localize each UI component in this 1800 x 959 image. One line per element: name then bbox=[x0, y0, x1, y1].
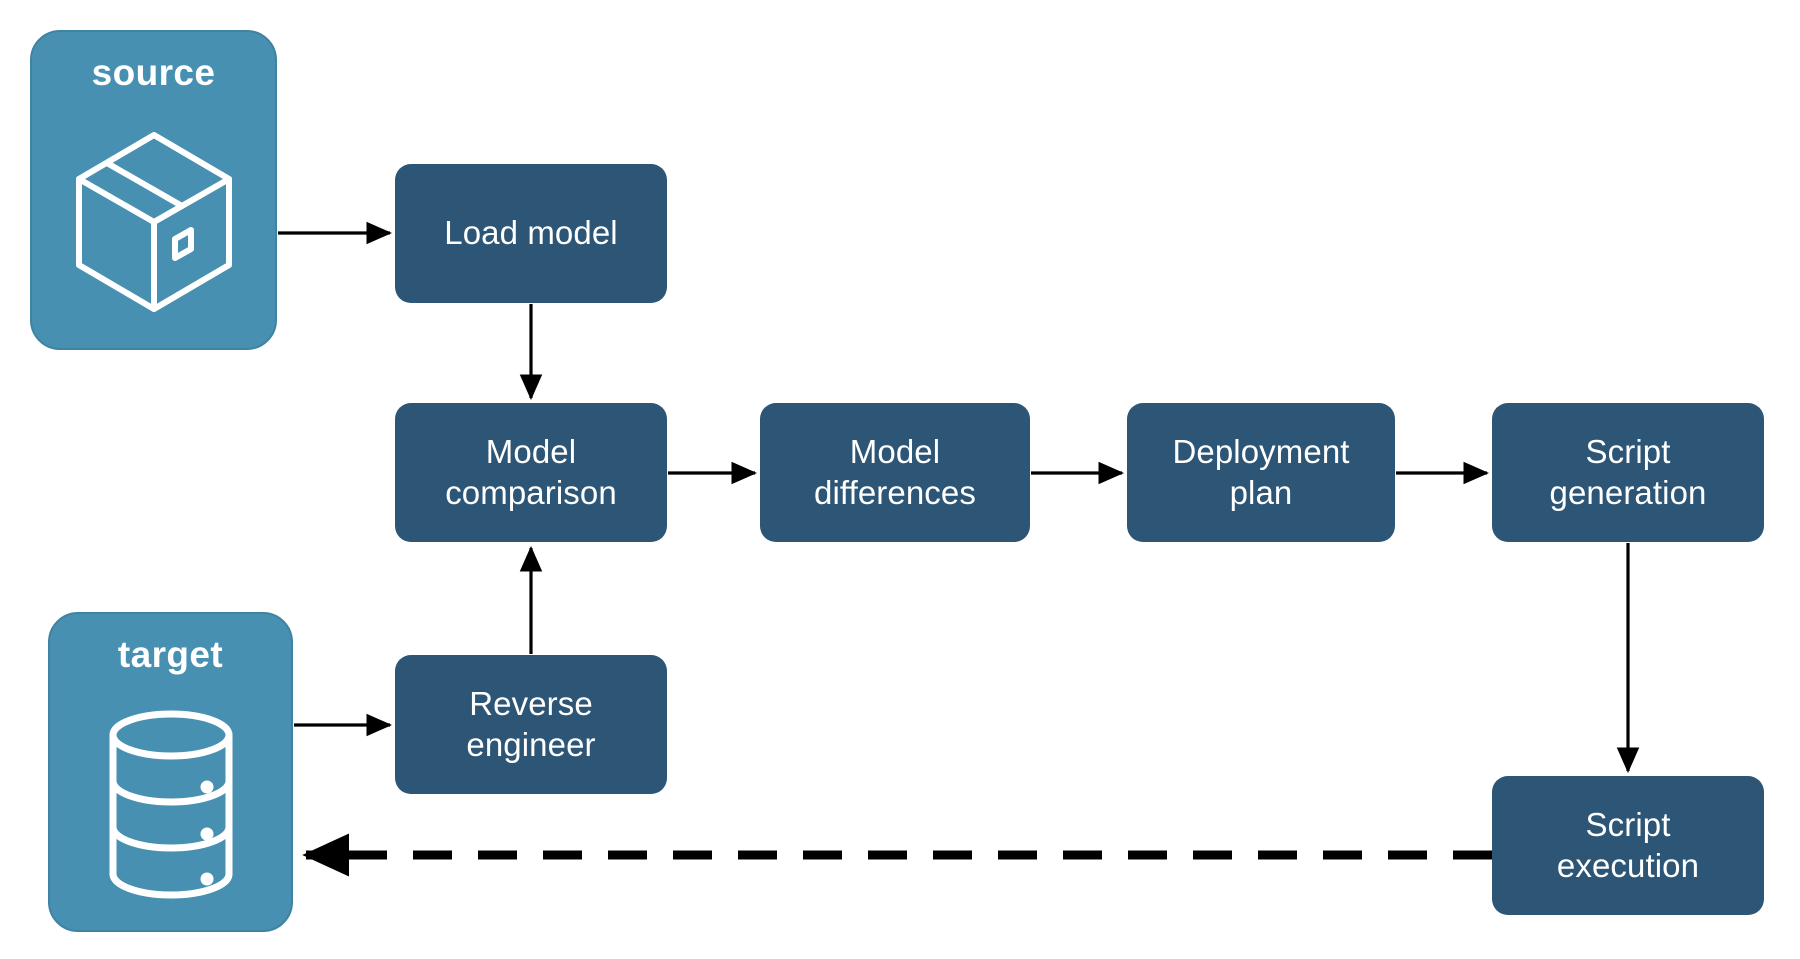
node-target[interactable]: target bbox=[48, 612, 293, 932]
package-box-icon bbox=[32, 96, 275, 348]
database-cylinder-icon bbox=[50, 678, 291, 930]
node-load-model-label: Load model bbox=[444, 214, 618, 252]
node-script-execution-label: Script execution bbox=[1556, 806, 1700, 884]
node-model-differences-label: Model differences bbox=[814, 433, 976, 511]
node-model-comparison[interactable]: Model comparison bbox=[395, 403, 667, 542]
node-script-generation-label: Script generation bbox=[1549, 433, 1707, 511]
node-script-generation[interactable]: Script generation bbox=[1492, 403, 1764, 542]
node-deployment-plan-label: Deployment plan bbox=[1172, 433, 1350, 511]
node-target-label: target bbox=[117, 634, 224, 675]
node-model-differences[interactable]: Model differences bbox=[760, 403, 1030, 542]
node-reverse-engineer-label: Reverse engineer bbox=[466, 685, 596, 763]
node-source[interactable]: source bbox=[30, 30, 277, 350]
node-deployment-plan[interactable]: Deployment plan bbox=[1127, 403, 1395, 542]
node-script-execution[interactable]: Script execution bbox=[1492, 776, 1764, 915]
node-load-model[interactable]: Load model bbox=[395, 164, 667, 303]
node-reverse-engineer[interactable]: Reverse engineer bbox=[395, 655, 667, 794]
node-model-comparison-label: Model comparison bbox=[445, 433, 617, 511]
node-source-label: source bbox=[91, 52, 216, 93]
